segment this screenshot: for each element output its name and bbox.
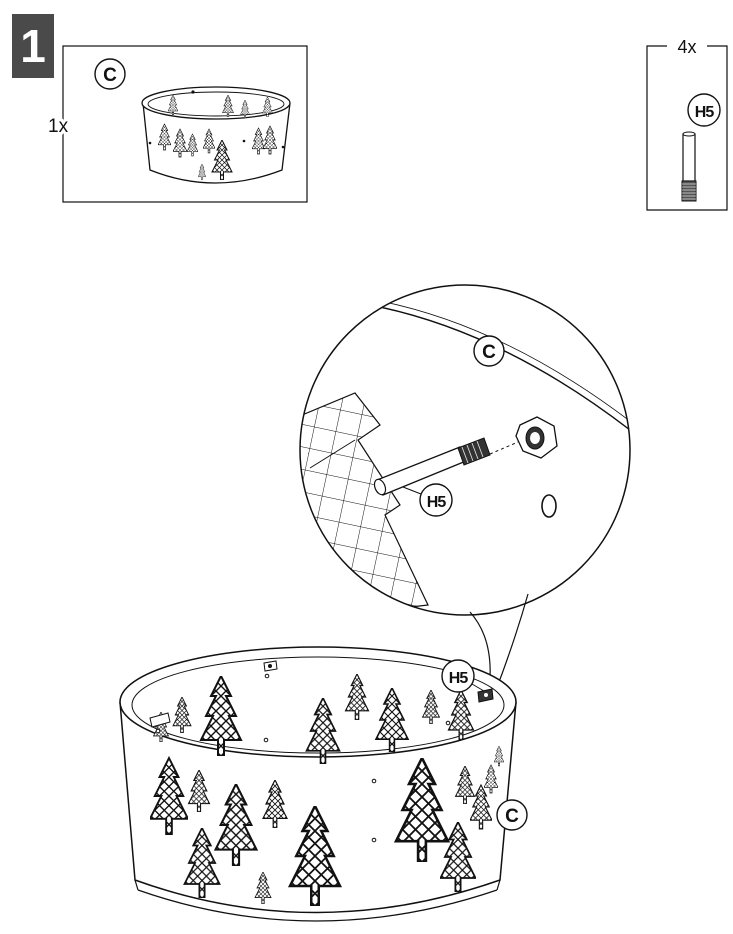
zoom-part-c-label: C bbox=[482, 342, 496, 363]
rim-bolt bbox=[263, 660, 494, 703]
bolt-hole bbox=[541, 494, 557, 518]
threaded-rod-icon bbox=[373, 437, 491, 496]
step-number: 1 bbox=[20, 20, 46, 72]
part-h5-label: H5 bbox=[695, 104, 715, 121]
zoom-part-c-circle bbox=[473, 335, 505, 367]
fire-pit-bowl-icon bbox=[141, 86, 291, 184]
fire-pit-bowl: H5 C bbox=[119, 646, 528, 922]
assembly-part-c-label: C bbox=[505, 806, 519, 827]
part-c-label-circle bbox=[94, 58, 126, 90]
part-h5-quantity: 4x bbox=[677, 37, 696, 57]
part-h5-label-circle bbox=[687, 93, 721, 127]
step-badge: 1 bbox=[12, 14, 54, 78]
zoom-part-h5-circle bbox=[419, 483, 453, 517]
part-h5-box: 4x H5 bbox=[646, 37, 728, 211]
zoom-part-h5-label: H5 bbox=[427, 494, 447, 511]
hex-nut-icon bbox=[515, 416, 558, 459]
zoom-detail: C H5 bbox=[299, 284, 631, 691]
assembly-part-h5-circle bbox=[441, 659, 475, 693]
assembly-part-c-circle bbox=[496, 799, 528, 831]
part-c-box: 1x C bbox=[45, 45, 308, 203]
part-c-quantity: 1x bbox=[48, 116, 69, 137]
assembly-part-h5-label: H5 bbox=[449, 670, 469, 687]
part-c-label: C bbox=[103, 65, 117, 86]
threaded-rod-icon bbox=[681, 131, 697, 202]
